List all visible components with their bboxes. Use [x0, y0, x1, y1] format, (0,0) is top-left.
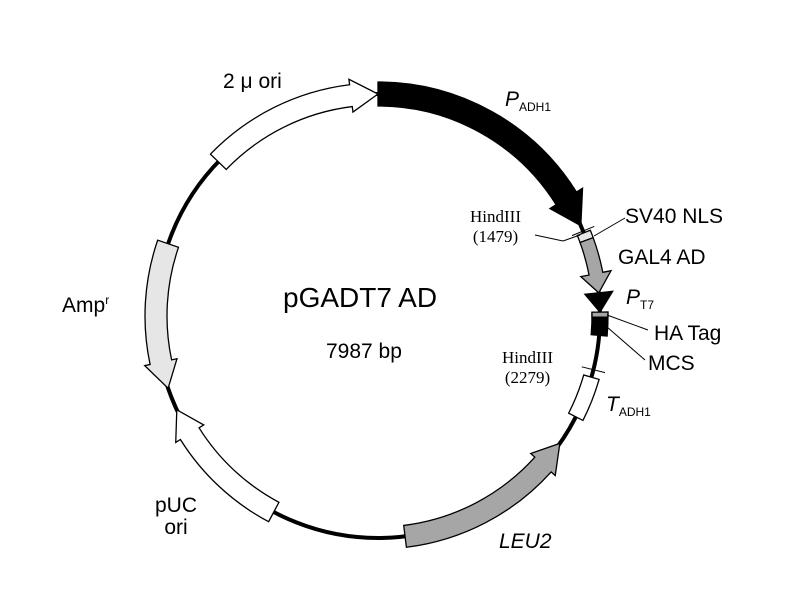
site-hindiii-2279: HindIII(2279) [502, 348, 553, 387]
label-leu2: LEU2 [499, 530, 552, 553]
label-padh1: PADH1 [505, 88, 552, 115]
leu2-arrow [402, 442, 561, 548]
ha-tag-leader [606, 314, 649, 331]
puc-ori-arrow [175, 408, 280, 523]
pt7-triangle [583, 290, 614, 314]
label-ampr: Ampr [62, 293, 110, 317]
padh1-arrow [377, 81, 584, 227]
site-hindiii-1479: HindIII(1479) [470, 207, 521, 246]
ha-tag-box [591, 311, 609, 318]
label-ha-tag: HA Tag [654, 322, 722, 345]
label-mcs: MCS [648, 352, 695, 375]
hindiii-1479-leader [534, 234, 564, 242]
mcs-leader [606, 326, 646, 361]
label-sv40-nls: SV40 NLS [625, 205, 724, 228]
hindiii-1479-leader2 [562, 234, 581, 242]
sv40-leader [593, 217, 626, 237]
gal4-ad-arrow [579, 236, 613, 294]
label-tadh1: TADH1 [606, 393, 651, 420]
2mu-ori-arrow [209, 78, 380, 171]
plasmid-size: 7987 bp [326, 340, 402, 363]
hindiii-2279-tick [581, 366, 606, 374]
label-gal4-ad: GAL4 AD [618, 246, 706, 269]
ampr-arrow [143, 239, 180, 390]
plasmid-name: pGADT7 AD [283, 282, 438, 313]
tadh1-box [567, 374, 600, 422]
label-2mu-ori: 2 μ ori [223, 70, 282, 93]
hindiii-1479-tick [571, 225, 595, 237]
label-pt7: PT7 [626, 286, 655, 313]
